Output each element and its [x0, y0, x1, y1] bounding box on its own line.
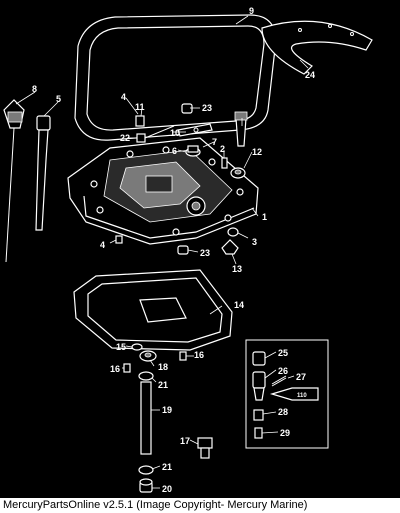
- part-18-seal: [139, 350, 157, 362]
- callout: 10: [170, 128, 180, 138]
- callout: 6: [172, 146, 177, 156]
- callout: 11: [135, 102, 145, 112]
- callout: 13: [232, 264, 242, 274]
- callout: 23: [200, 248, 210, 258]
- callout: 5: [56, 94, 61, 104]
- callout: 21: [158, 380, 168, 390]
- callout: 29: [280, 428, 290, 438]
- part-21-grommet-upper: [138, 371, 154, 381]
- part-1-adapter-plate: [67, 137, 259, 245]
- part-11-bolt: [135, 115, 145, 127]
- callout: 7: [212, 137, 217, 147]
- callout: 9: [249, 6, 254, 16]
- callout: 4: [100, 240, 105, 250]
- inset-box: 110: [245, 339, 329, 449]
- part-16-bolt-right: [179, 351, 187, 361]
- part-12-grommet: [230, 167, 246, 179]
- part-14-gasket: [73, 269, 233, 351]
- part-24-bracket: [261, 20, 373, 75]
- callout: 17: [180, 436, 190, 446]
- callout: 15: [116, 342, 126, 352]
- callout: 26: [278, 366, 288, 376]
- callout: 14: [234, 300, 244, 310]
- copyright-footer: MercuryPartsOnline v2.5.1 (Image Copyrig…: [0, 498, 400, 513]
- part-23-cap-top: [181, 103, 193, 114]
- part-23-cap-lower: [177, 245, 189, 255]
- part-2-pin: [221, 157, 228, 169]
- part-16-bolt-left: [123, 363, 131, 373]
- callout: 1: [262, 212, 267, 222]
- callout: 28: [278, 407, 288, 417]
- callout: 27: [296, 372, 306, 382]
- part-9-gasket: [74, 14, 277, 141]
- callout: 18: [158, 362, 168, 372]
- callout: 8: [32, 84, 37, 94]
- callout: 2: [220, 144, 225, 154]
- callout: 3: [252, 237, 257, 247]
- part-3-plug: [227, 227, 239, 237]
- part-10-bracket: [177, 123, 213, 137]
- callout: 12: [252, 147, 262, 157]
- callout: 23: [202, 103, 212, 113]
- callout: 4: [121, 92, 126, 102]
- part-19-tube: [140, 381, 152, 455]
- part-17-fitting: [197, 437, 213, 459]
- callout: 16: [110, 364, 120, 374]
- inset-label: 110: [297, 393, 307, 399]
- part-8-dipstick: [3, 99, 25, 263]
- part-15-washer: [131, 343, 143, 351]
- part-21-grommet-lower: [138, 465, 154, 475]
- part-5-tube: [35, 115, 51, 231]
- callout: 21: [162, 462, 172, 472]
- callout-labels: 1 2 3 4 4 5 6 7 8 9 10 11 12 13 14 15 16…: [32, 6, 315, 494]
- callout: 25: [278, 348, 288, 358]
- part-4-pin-lower: [115, 235, 123, 244]
- part-6-fitting: [185, 145, 201, 157]
- callout: 20: [162, 484, 172, 494]
- callout: 19: [162, 405, 172, 415]
- part-13-cone: [221, 239, 239, 255]
- callout: 22: [120, 133, 130, 143]
- part-20-fitting: [139, 478, 153, 493]
- callout: 24: [305, 70, 315, 80]
- exploded-parts-diagram: 110 1: [3, 6, 373, 494]
- callout: 16: [194, 350, 204, 360]
- leader-lines: [15, 15, 309, 489]
- part-7-plug: [234, 111, 248, 147]
